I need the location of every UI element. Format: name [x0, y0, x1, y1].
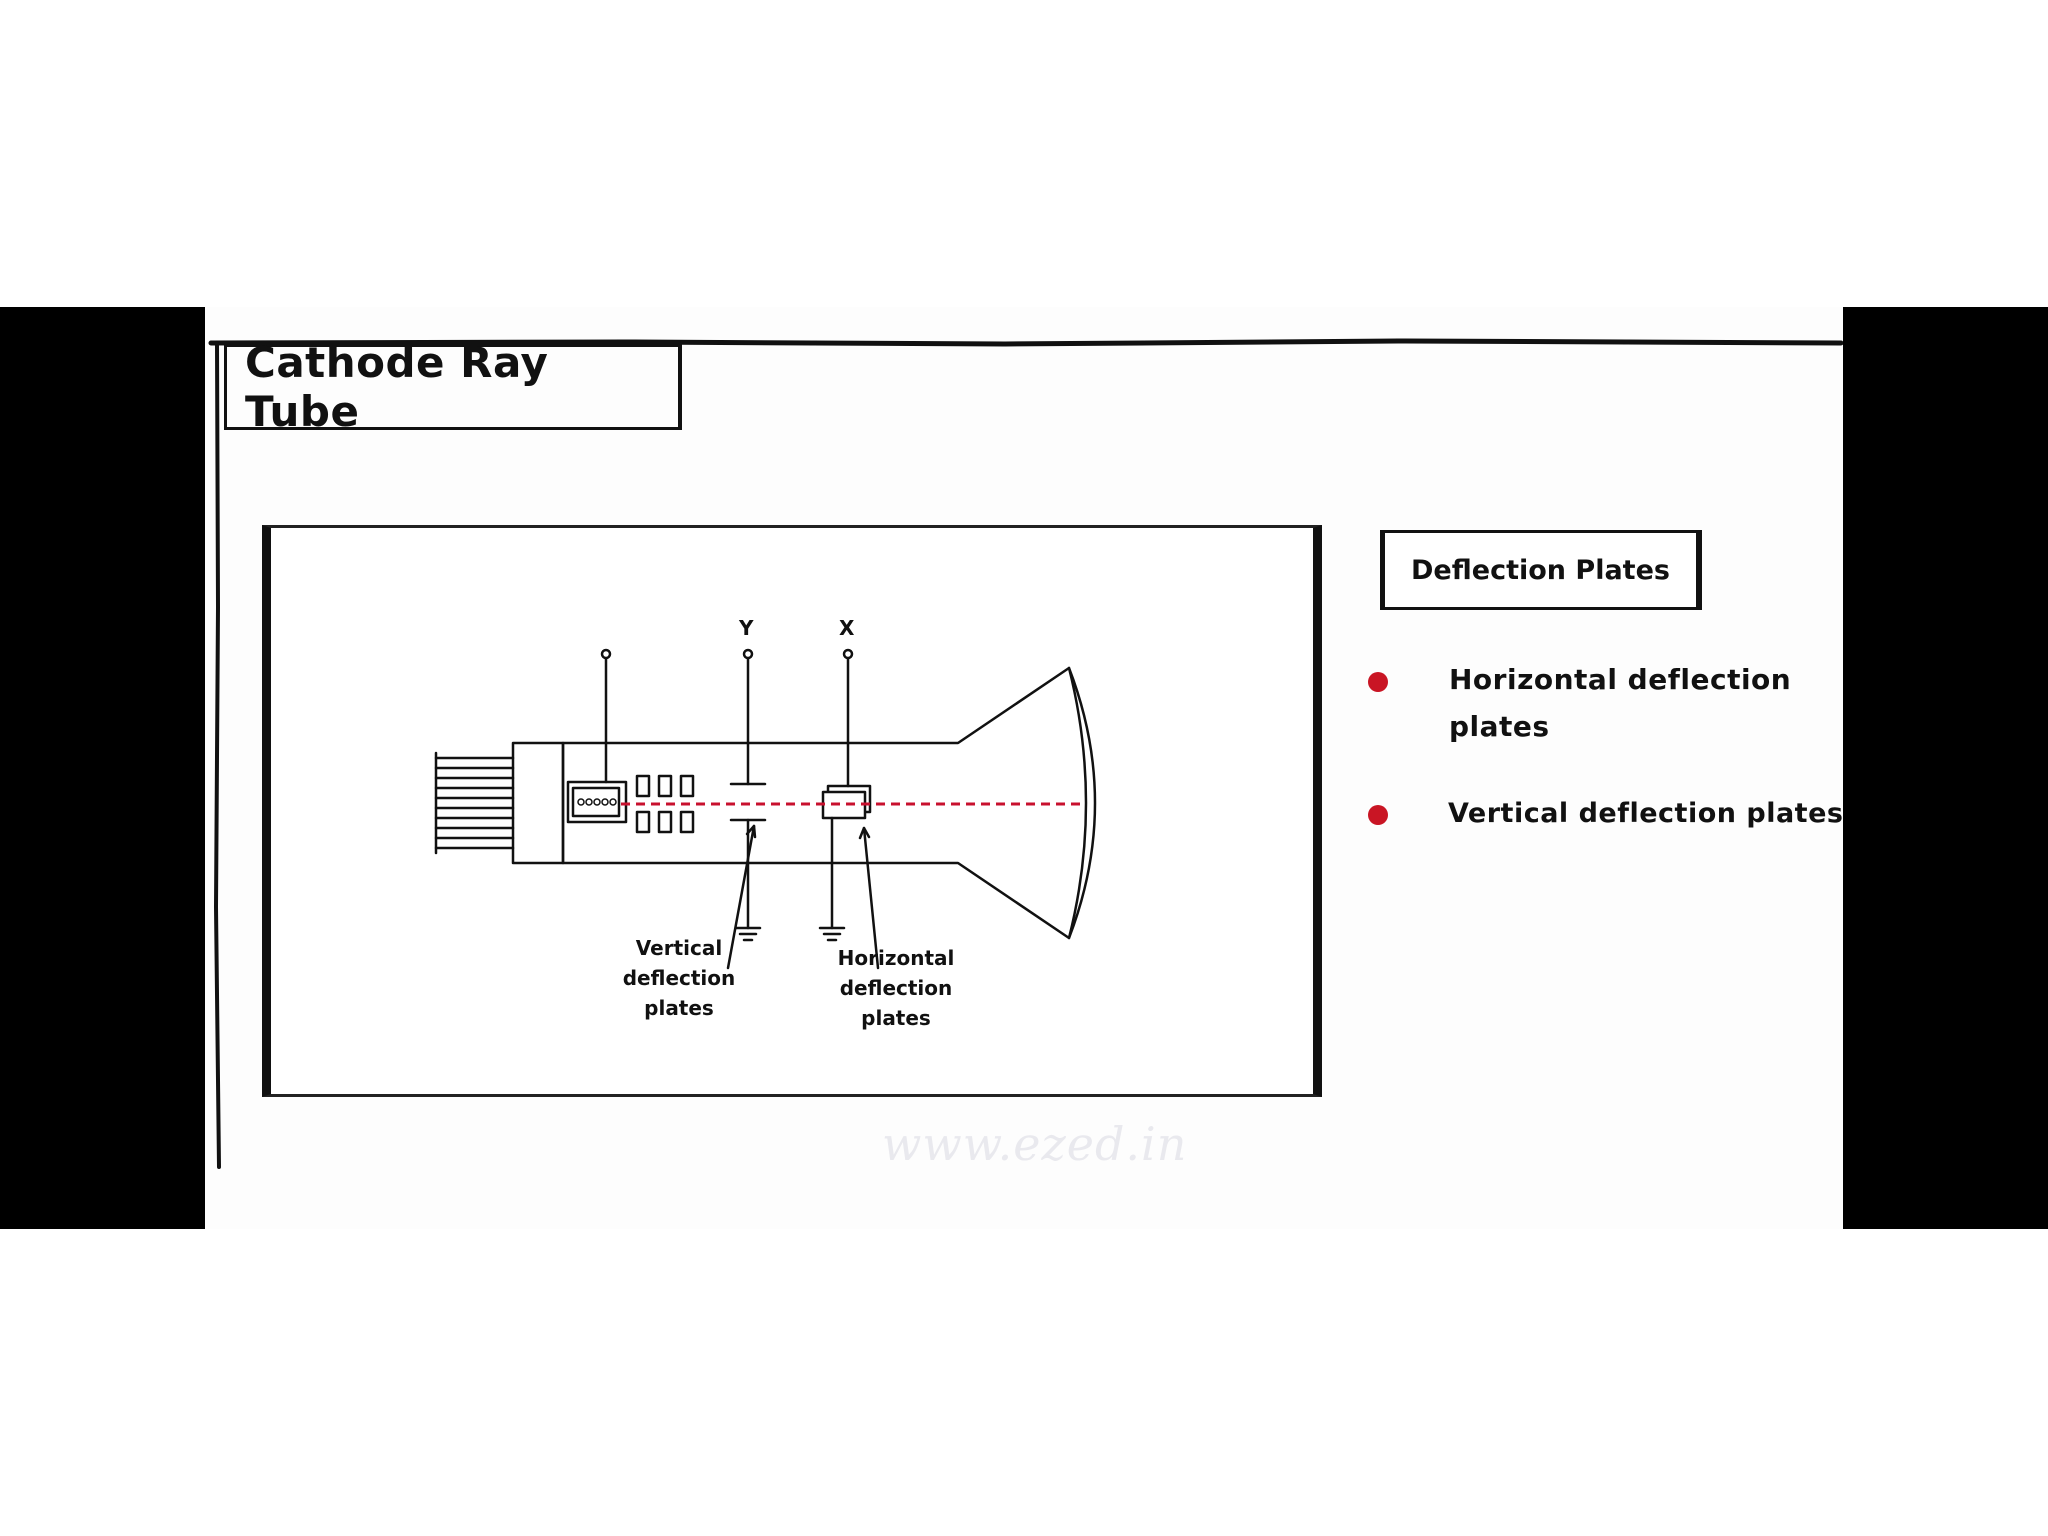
terminal-y-label: Y: [739, 616, 754, 640]
heater-coil: [577, 798, 617, 806]
focus-anodes: [635, 774, 695, 834]
vertical-deflection-plates: [729, 648, 767, 942]
label-line: deflection: [839, 976, 953, 1000]
phosphor-screen: [1067, 666, 1088, 940]
electron-gun: [566, 780, 628, 824]
label-line: deflection: [622, 966, 736, 990]
bullet-dot: [1368, 805, 1388, 825]
letterbox-right: [1843, 307, 2048, 1229]
crt-diagram-frame: Y X Vertical deflection plates Horizonta…: [262, 525, 1322, 1097]
vertical-plates-pointer: [726, 824, 756, 970]
watermark: www.ezed.in: [882, 1117, 1188, 1171]
bullet-horizontal-deflection-plates: Horizontal deflection plates: [1449, 663, 1792, 743]
horizontal-deflection-plates: [818, 648, 872, 942]
terminal-x-label: X: [839, 616, 855, 640]
label-line: plates: [644, 996, 714, 1020]
slide: Cathode Ray Tube: [205, 307, 1843, 1229]
horizontal-plates-pointer: [862, 826, 880, 970]
slide-border-lines: [208, 338, 1843, 1169]
bullet-vertical-deflection-plates: Vertical deflection plates: [1448, 798, 1843, 829]
label-line: Vertical: [635, 936, 723, 960]
page-title: Cathode Ray Tube: [224, 338, 682, 436]
label-vertical-deflection-plates: Vertical deflection plates: [609, 933, 749, 1023]
label-line: plates: [861, 1006, 931, 1030]
label-horizontal-deflection-plates: Horizontal deflection plates: [821, 943, 971, 1033]
tube-base: [511, 741, 565, 865]
label-line: Horizontal: [837, 946, 955, 970]
letterbox-left: [0, 307, 205, 1229]
section-heading: Deflection Plates: [1380, 530, 1702, 610]
bullet-dot: [1368, 672, 1388, 692]
crt-diagram: [434, 648, 1097, 970]
base-pins: [434, 751, 515, 855]
